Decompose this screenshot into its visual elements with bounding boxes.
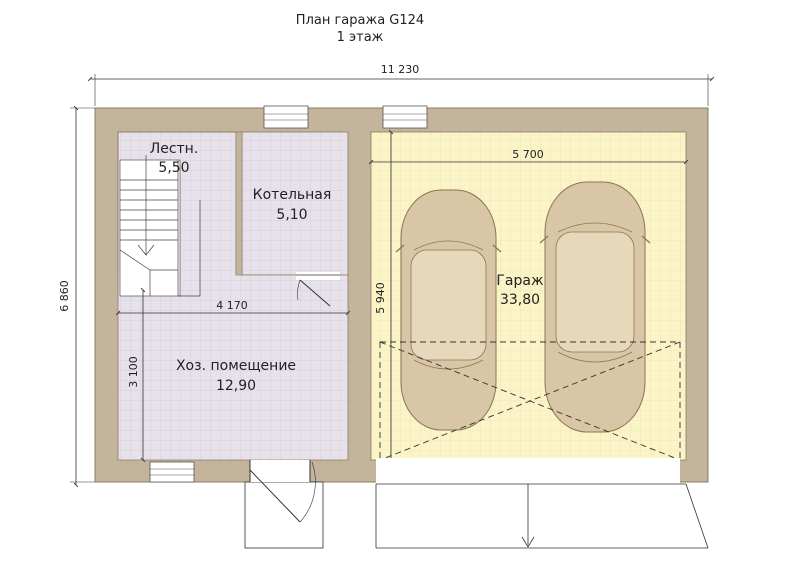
utility-width-dimension: 4 170: [115, 299, 351, 316]
utility-depth-dimension: 3 100: [127, 287, 146, 463]
garage-driveway: [375, 458, 709, 549]
room-area-garage: 33,80: [500, 292, 540, 308]
room-area-boiler: 5,10: [276, 207, 307, 223]
car-right: [539, 181, 651, 433]
boiler-door: [296, 272, 340, 307]
plan-title: План гаража G124: [296, 13, 424, 28]
garage-width-dimension: 5 700: [368, 148, 689, 165]
room-name-utility: Хоз. помещение: [176, 358, 296, 374]
room-name-stairs: Лестн.: [150, 141, 199, 157]
window-boiler: [263, 105, 309, 129]
garage-depth-dimension: 5 940: [374, 129, 394, 463]
garage-width-label: 5 700: [512, 148, 544, 161]
utility-width-label: 4 170: [216, 299, 248, 312]
overall-width-dimension: 11 230: [87, 63, 715, 106]
room-area-stairs: 5,50: [158, 160, 189, 176]
partition-wall: [235, 131, 243, 276]
window-utility: [149, 461, 195, 483]
room-name-boiler: Котельная: [253, 187, 332, 203]
boiler-floor: [241, 131, 349, 276]
overall-depth-label: 6 860: [58, 280, 71, 312]
garage-depth-label: 5 940: [374, 282, 387, 314]
overall-depth-dimension: 6 860: [58, 105, 96, 488]
floor-label: 1 этаж: [337, 30, 384, 45]
garage-door-swing: [379, 341, 681, 461]
staircase: [119, 155, 201, 297]
room-name-garage: Гараж: [496, 273, 544, 289]
car-left: [395, 189, 502, 431]
utility-depth-label: 3 100: [127, 356, 140, 388]
overall-width-label: 11 230: [381, 63, 420, 76]
utility-floor: [118, 288, 348, 460]
entrance-porch: [244, 460, 324, 549]
window-garage: [382, 105, 428, 129]
room-area-utility: 12,90: [216, 378, 256, 394]
